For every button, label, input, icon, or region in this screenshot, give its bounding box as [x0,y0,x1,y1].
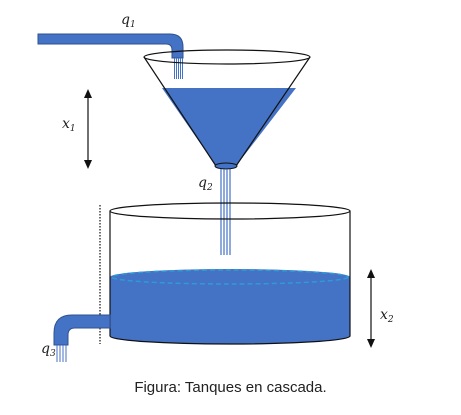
height-arrow-x1 [84,89,92,169]
funnel-wall [143,56,311,167]
label-q3: q3 [41,341,56,359]
label-q1: q1 [121,12,136,30]
height-arrow-x2 [367,269,375,348]
funnel-water [162,88,296,166]
stream-q3 [56,345,67,362]
outlet-pipe-q3 [53,314,111,346]
label-x1: x1 [62,116,76,134]
inlet-pipe-q1 [37,33,184,59]
label-q2: q2 [198,175,213,193]
stream-q2 [220,169,231,255]
water-surface [110,269,350,285]
funnel-rim [143,49,311,65]
funnel-outlet [214,162,238,170]
tank-water [110,277,350,344]
tank-bottom [109,335,351,345]
figure-caption: Figura: Tanques en cascada. [134,379,327,396]
label-x2: x2 [380,307,394,325]
stream-q1 [174,58,183,79]
tank-rim [109,202,351,220]
water-surface-dash [111,269,349,285]
